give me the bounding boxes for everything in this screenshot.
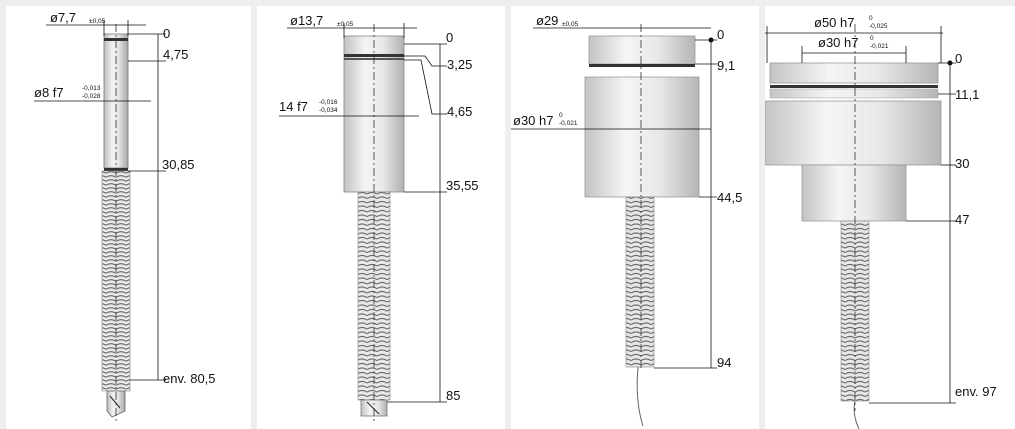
drawing-1-svg: ø7,7 ±0,05 ø8 f7 -0,013 -0,028 0 4,75 30… (34, 10, 216, 421)
station-label: 47 (955, 212, 969, 227)
station-label: 3,25 (447, 57, 472, 72)
station-label: 4,65 (447, 104, 472, 119)
station-label: 94 (717, 355, 731, 370)
cable (636, 366, 644, 427)
station-label: 44,5 (717, 190, 742, 205)
station-label: 9,1 (717, 58, 735, 73)
dim-diameter-main: ø29 (536, 13, 558, 28)
cable (853, 400, 860, 429)
station-label: 0 (955, 51, 962, 66)
dim-diameter-main: ø7,7 (50, 10, 76, 25)
dim-tol-upper: 0 (559, 112, 563, 119)
sensor-drawing-4: ø50 h7 0 -0,025 ø30 h7 0 -0,021 0 11,1 3… (765, 6, 1015, 429)
station-label: 30 (955, 156, 969, 171)
probe-cap (588, 35, 696, 65)
sensor-drawing-2: ø13,7 ±0,05 14 f7 -0,016 -0,034 0 3,25 4… (257, 6, 505, 429)
dim-tol-lower: -0,034 (319, 107, 338, 114)
station-label: 4,75 (163, 47, 188, 62)
dim-tol-upper: 0 (869, 15, 873, 22)
drawing-3-svg: ø29 ±0,05 ø30 h7 0 -0,021 0 9,1 44,5 94 (511, 13, 742, 427)
dim-fit: 14 f7 (279, 99, 308, 114)
dim-tol-lower: -0,028 (82, 93, 101, 100)
body-groove (770, 85, 938, 88)
station-label: 35,55 (446, 178, 479, 193)
probe-flange (765, 100, 942, 166)
dim-diameter-inner: ø30 h7 (818, 35, 858, 50)
body-ring (769, 88, 939, 99)
spring-coil (625, 196, 655, 368)
tip-mark (109, 395, 121, 409)
drawing-2-svg: ø13,7 ±0,05 14 f7 -0,016 -0,034 0 3,25 4… (279, 13, 479, 421)
dim-tol-upper: 0 (870, 35, 874, 42)
probe-body (801, 164, 907, 222)
station-label: 11,1 (955, 87, 979, 102)
dim-tolerance: ±0,05 (562, 21, 579, 28)
station-label: 30,85 (162, 157, 195, 172)
station-label: 85 (446, 388, 460, 403)
station-label: 0 (717, 27, 724, 42)
dim-diameter-main: ø13,7 (290, 13, 323, 28)
dim-fit: ø30 h7 (513, 113, 553, 128)
station-label: env. 97 (955, 384, 997, 399)
leader-1 (404, 55, 447, 67)
drawing-4-svg: ø50 h7 0 -0,025 ø30 h7 0 -0,021 0 11,1 3… (765, 15, 997, 429)
station-label: 0 (446, 30, 453, 45)
body-groove (344, 54, 404, 57)
sensor-drawing-3: ø29 ±0,05 ø30 h7 0 -0,021 0 9,1 44,5 94 (511, 6, 759, 429)
dim-tol-upper: -0,013 (82, 85, 101, 92)
dim-tolerance: ±0,05 (337, 21, 354, 28)
leader-2 (404, 59, 447, 115)
station-label: env. 80,5 (163, 371, 216, 386)
body-groove (589, 64, 695, 67)
probe-body (584, 76, 700, 198)
dim-tol-lower: -0,021 (870, 43, 889, 50)
sensor-drawing-1: ø7,7 ±0,05 ø8 f7 -0,013 -0,028 0 4,75 30… (6, 6, 251, 429)
probe-cap (769, 62, 939, 84)
station-label: 0 (163, 26, 170, 41)
dim-fit: ø8 f7 (34, 85, 64, 100)
dim-tol-lower: -0,021 (559, 120, 578, 127)
body-groove (104, 38, 128, 41)
tip-mark (366, 401, 380, 415)
dim-tolerance: ±0,05 (89, 18, 106, 25)
dim-tol-upper: -0,016 (319, 99, 338, 106)
dim-tol-lower: -0,025 (869, 23, 888, 30)
dim-diameter-main: ø50 h7 (814, 15, 854, 30)
